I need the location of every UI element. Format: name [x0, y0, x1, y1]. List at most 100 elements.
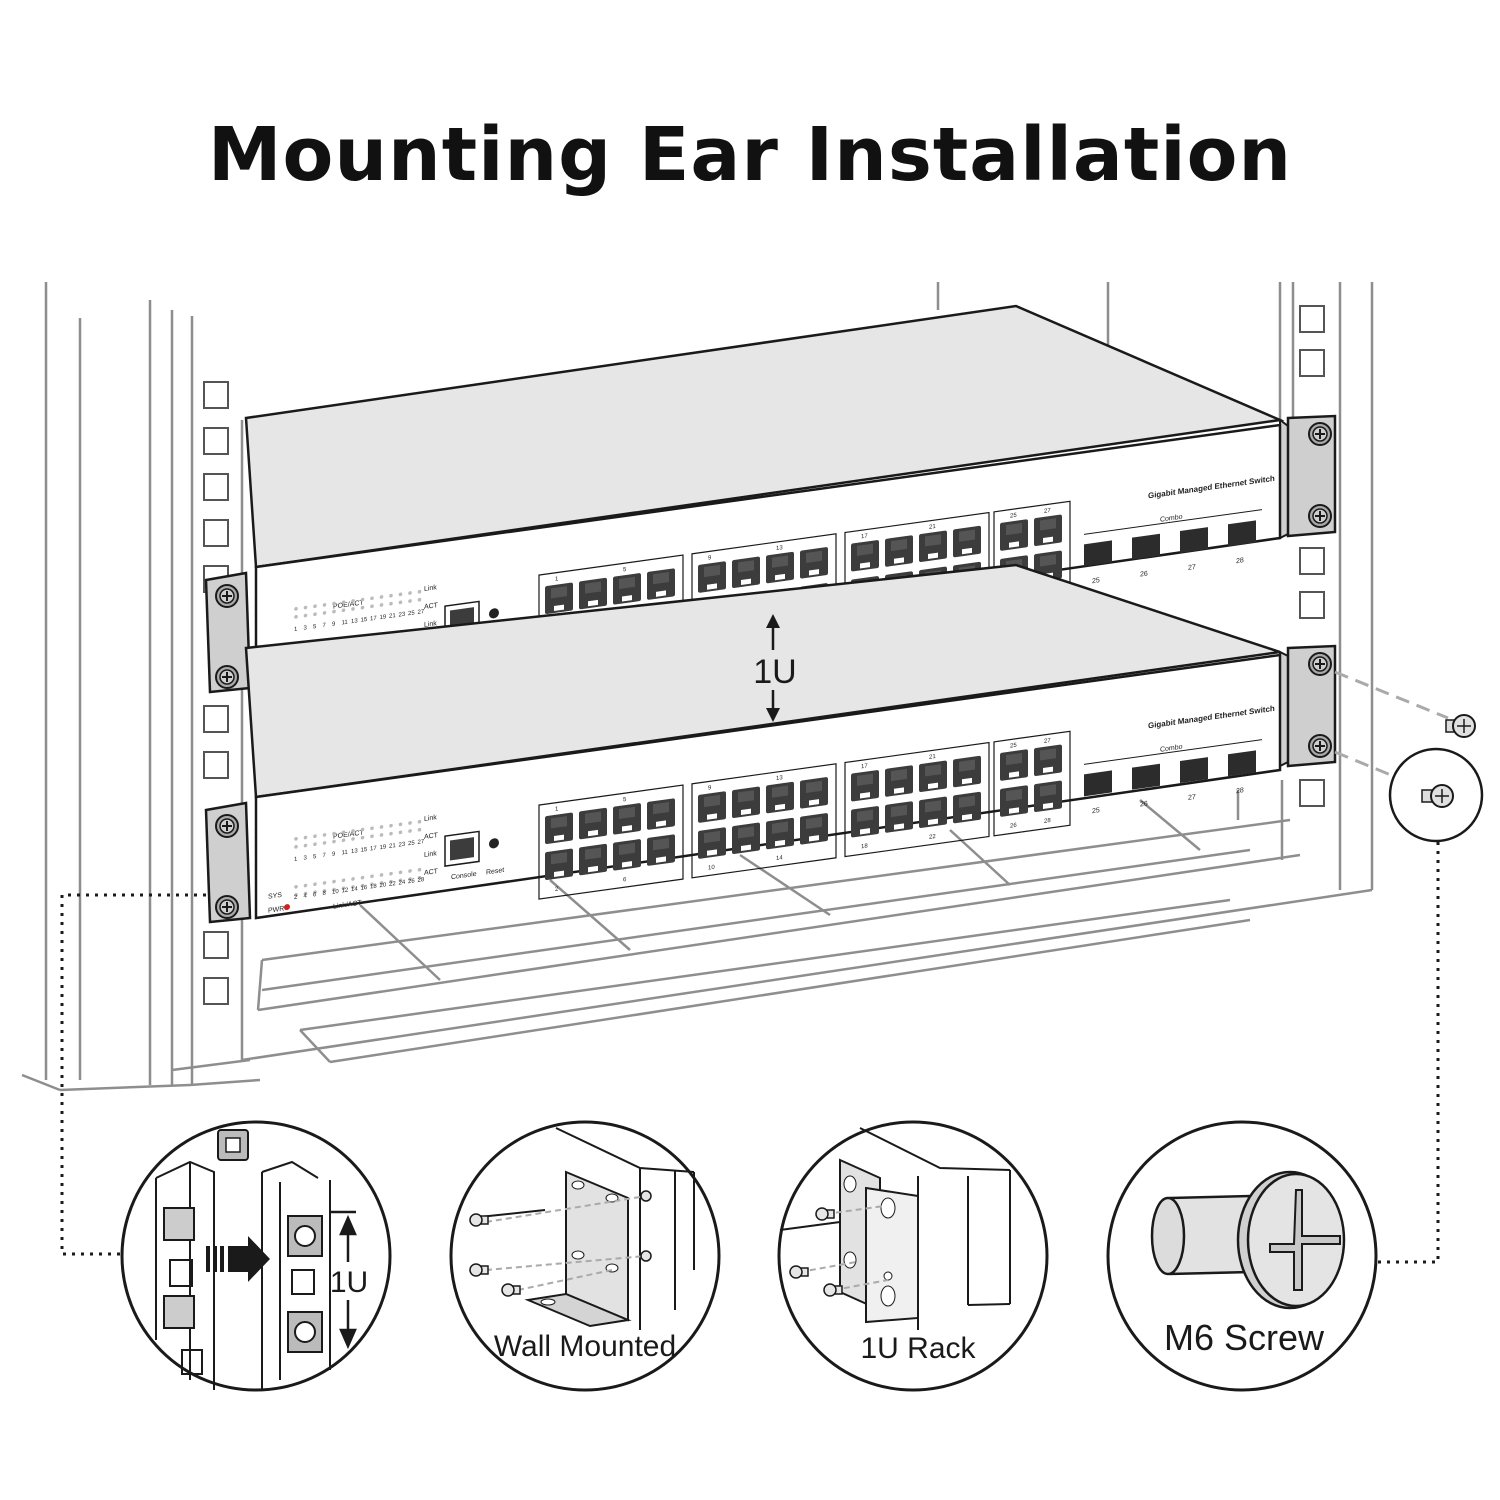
mounting-ear-right-top [1286, 414, 1337, 538]
led-indicator-icon [303, 605, 308, 610]
rj45-port-icon [1000, 749, 1028, 781]
port-group-frame [844, 741, 990, 858]
led-number: 27 [418, 609, 425, 616]
led-indicator-icon [370, 596, 374, 601]
led-indicator-icon [408, 591, 412, 595]
led-number: 14 [351, 886, 358, 893]
l-bracket-icon [524, 1170, 632, 1328]
rj45-port-icon [953, 791, 981, 824]
detail-wall-mounted: Wall Mounted [449, 1120, 721, 1392]
sfp-port-icon [1228, 520, 1256, 547]
led-number: 15 [361, 617, 368, 624]
led-indicator-icon [322, 889, 327, 893]
rj45-port-icon [766, 551, 794, 584]
m6-screw-label: M6 Screw [1164, 1317, 1325, 1358]
callout-connectors [60, 842, 1440, 1264]
m6-screw-icon [1150, 1170, 1346, 1310]
ear-screw-icon [1308, 422, 1332, 446]
led-indicator-icon [408, 829, 412, 833]
led-indicator-icon [398, 870, 403, 875]
led-number: 17 [370, 846, 377, 853]
rj45-port-icon [919, 796, 947, 829]
act-label: ACT [424, 868, 439, 877]
led-indicator-icon [332, 887, 336, 892]
led-number: 4 [304, 893, 308, 900]
sfp-port-icon [1084, 540, 1112, 567]
ear-screw-icon [1308, 652, 1332, 676]
led-number: 8 [323, 891, 327, 898]
led-indicator-icon [313, 604, 317, 609]
led-indicator-icon [370, 834, 374, 839]
led-indicator-icon [303, 835, 308, 840]
led-indicator-icon [360, 875, 365, 880]
page-title: Mounting Ear Installation [207, 112, 1293, 198]
rj45-port-icon [545, 812, 573, 845]
rj45-port-icon [919, 760, 947, 793]
insert-arrow-icon [206, 1236, 270, 1282]
ear-screw-icon [1308, 504, 1332, 528]
rj45-port-icon [698, 827, 726, 859]
led-number: 3 [304, 855, 308, 862]
sfp-number: 26 [1140, 570, 1148, 578]
rj45-port-icon [579, 843, 607, 876]
led-indicator-icon [417, 819, 422, 824]
led-indicator-icon [398, 830, 403, 835]
sfp-number: 28 [1236, 557, 1244, 565]
led-indicator-icon [417, 827, 422, 832]
led-number: 22 [389, 881, 396, 888]
ear-screw-icon [215, 895, 239, 919]
led-number: 27 [418, 839, 425, 846]
led-indicator-icon [351, 885, 355, 889]
led-indicator-icon [417, 589, 422, 594]
sfp-number: 28 [1236, 787, 1244, 795]
port-number: 6 [623, 877, 627, 884]
led-indicator-icon [389, 879, 393, 884]
rack-screw-icon [789, 1207, 843, 1297]
led-indicator-icon [351, 829, 355, 833]
led-indicator-icon [351, 877, 355, 881]
led-indicator-icon [379, 825, 384, 829]
mounting-ear-right-bottom [1286, 644, 1337, 768]
led-number: 12 [342, 888, 349, 895]
port-number: 21 [929, 524, 936, 531]
combo-bracket [1084, 739, 1262, 765]
led-indicator-icon [379, 595, 384, 599]
link-label: Link [424, 814, 437, 823]
sfp-number: 25 [1092, 807, 1100, 815]
combo-bracket [1084, 509, 1262, 535]
port-number: 22 [929, 834, 936, 841]
port-number: 25 [1010, 743, 1017, 750]
led-number: 15 [361, 847, 368, 854]
port-number: 17 [861, 533, 868, 540]
led-number: 7 [323, 853, 327, 860]
led-indicator-icon [351, 837, 355, 841]
console-port-icon [450, 837, 474, 861]
led-indicator-icon [389, 593, 393, 598]
led-indicator-icon [408, 821, 412, 825]
led-indicator-icon [303, 891, 308, 896]
led-number: 2 [294, 895, 298, 902]
link-label: Link [424, 850, 437, 859]
led-indicator-icon [408, 877, 412, 881]
rj45-port-icon [579, 807, 607, 840]
port-number: 9 [708, 555, 712, 562]
cage-spacing-label: 1U [330, 1266, 368, 1299]
led-indicator-icon [322, 611, 327, 615]
switch-bottom: POE/ACT Link/ACT Link ACT Link ACT SYS P… [204, 563, 1337, 924]
detail-cage-nut: 1U [120, 1120, 392, 1392]
ear-screw-icon [1308, 734, 1332, 758]
rj45-port-icon [545, 582, 573, 615]
led-indicator-icon [294, 845, 298, 849]
led-indicator-icon [398, 592, 403, 597]
led-number: 11 [342, 850, 349, 857]
rj45-port-icon [613, 838, 641, 871]
ear-screw-icon [215, 814, 239, 838]
port-number: 27 [1044, 508, 1051, 515]
led-number: 3 [304, 625, 308, 632]
led-number: 16 [361, 885, 368, 892]
link-label: Link [424, 620, 437, 629]
led-number: 1 [294, 627, 298, 634]
